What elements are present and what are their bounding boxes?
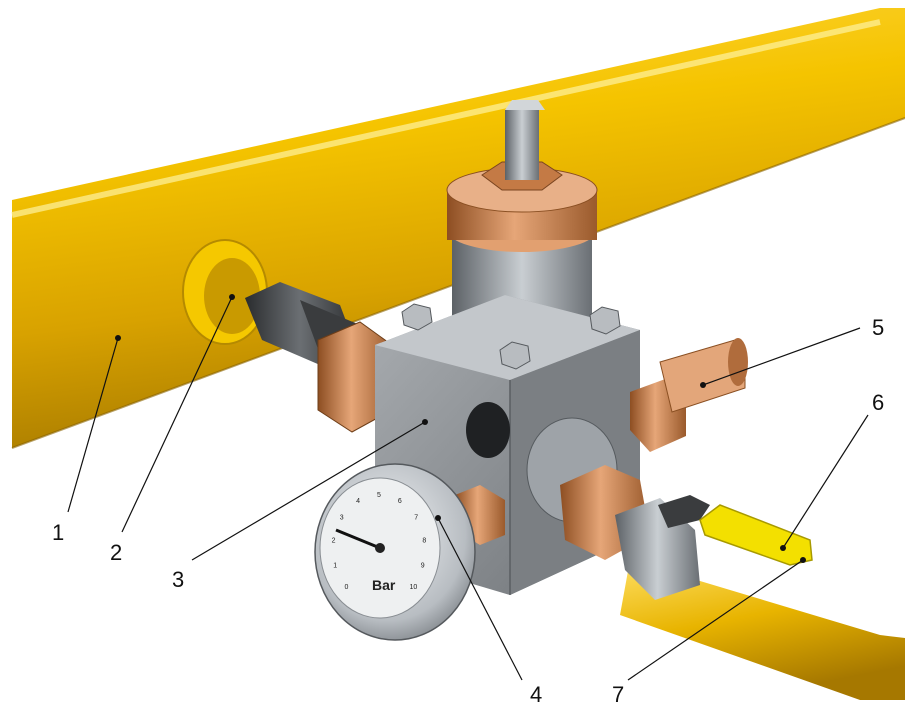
gauge-scale-label: 9	[421, 563, 425, 570]
leader-line-1	[67, 337, 119, 513]
gauge-scale-label: 1	[333, 563, 337, 570]
outlet-fittings	[526, 417, 710, 600]
callout-label-3: 3	[172, 567, 184, 592]
gauge-scale: 0 1 2 3 4 5 6 7 8 9 10	[332, 492, 427, 591]
pressure-gauge: Bar 0 1 2 3 4 5 6 7 8 9 10	[314, 463, 505, 641]
leader-dot-6	[780, 545, 786, 551]
leader-line-7	[627, 559, 804, 681]
outlet-pipe	[620, 560, 905, 700]
gauge-scale-label: 5	[377, 492, 381, 499]
leader-dot-2	[229, 294, 235, 300]
leader-line-5	[702, 327, 861, 386]
leader-dot-3	[422, 419, 428, 425]
callout-label-2: 2	[110, 540, 122, 565]
gauge-scale-label: 7	[414, 514, 418, 521]
leader-dot-1	[115, 335, 121, 341]
gauge-scale-label: 4	[356, 498, 360, 505]
leader-dot-7	[800, 557, 806, 563]
callout-labels: 1 2 3 4 5 6 7	[52, 315, 884, 707]
gauge-scale-label: 0	[345, 584, 349, 591]
gauge-scale-label: 10	[410, 584, 418, 591]
leader-lines	[67, 294, 869, 681]
callout-label-1: 1	[52, 520, 64, 545]
leader-dot-4	[435, 515, 441, 521]
gauge-scale-label: 6	[398, 498, 402, 505]
callout-label-6: 6	[872, 390, 884, 415]
leader-line-2	[121, 296, 233, 533]
gauge-scale-label: 8	[422, 538, 426, 545]
leader-dot-5	[700, 382, 706, 388]
callout-label-5: 5	[872, 315, 884, 340]
pipe-outlet-fitting	[182, 239, 268, 345]
leader-line-4	[437, 517, 523, 681]
test-nipple-fitting	[630, 338, 748, 452]
ball-valve-handle	[699, 504, 813, 566]
callout-label-4: 4	[530, 682, 542, 707]
gauge-scale-label: 3	[340, 514, 344, 521]
leader-line-6	[782, 414, 869, 549]
leader-line-3	[191, 421, 426, 561]
gauge-scale-label: 2	[332, 538, 336, 545]
callout-label-7: 7	[612, 682, 624, 707]
gauge-unit-label: Bar	[372, 577, 396, 593]
